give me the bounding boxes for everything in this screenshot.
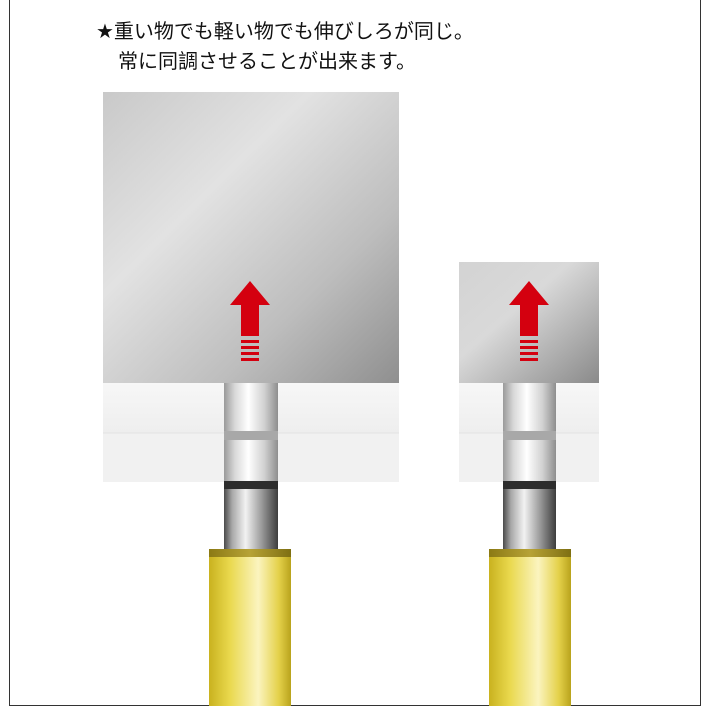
piston-rod [503,383,556,551]
unit-light [459,262,599,706]
large-load-plate [103,92,399,383]
up-arrow [509,281,549,361]
gold-cylinder [489,549,571,706]
piston-rod [224,383,278,551]
caption-line-2: 常に同調させることが出来ます。 [118,49,416,73]
caption: ★重い物でも軽い物でも伸びしろが同じ。 常に同調させることが出来ます。 [96,16,474,76]
unit-heavy [103,92,399,706]
caption-line-1: ★重い物でも軽い物でも伸びしろが同じ。 [96,19,474,43]
up-arrow [230,281,270,361]
gold-cylinder [209,549,291,706]
